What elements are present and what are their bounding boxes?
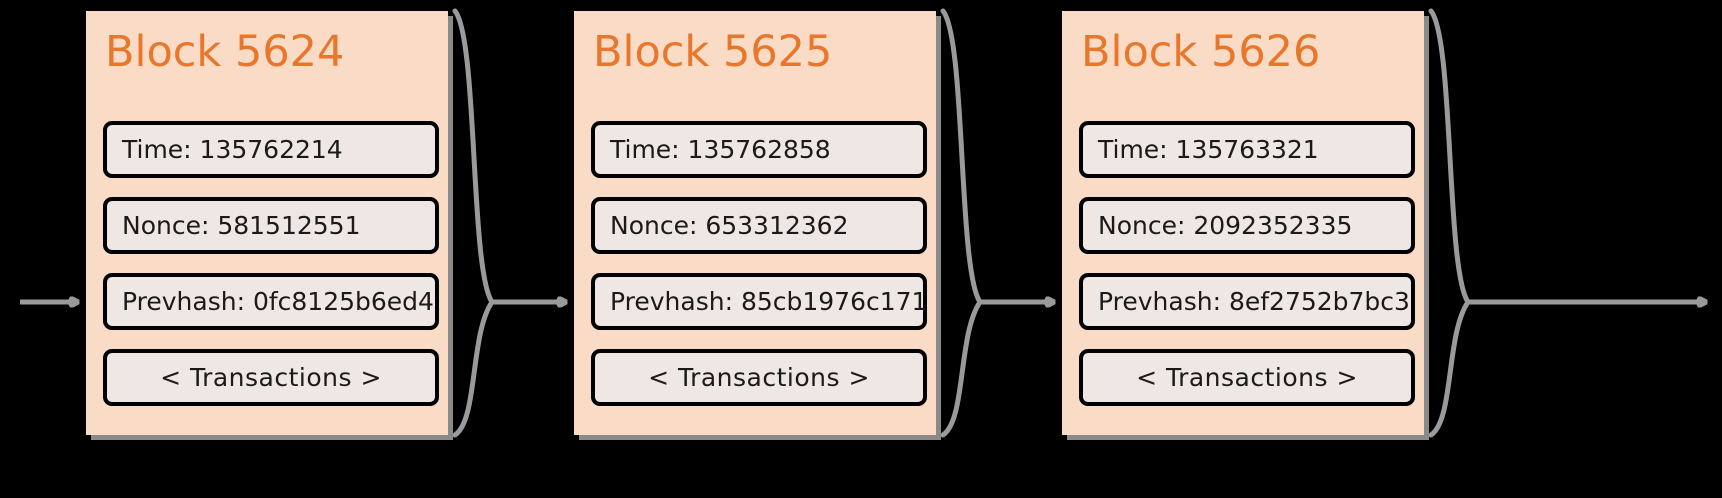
- outbound-arrow: [1428, 8, 1706, 438]
- transactions-button[interactable]: < Transactions >: [591, 349, 927, 406]
- block-title: Block 5626: [1081, 27, 1321, 77]
- field-nonce: Nonce: 581512551: [103, 197, 439, 254]
- block-fields: Time: 135762214 Nonce: 581512551 Prevhas…: [103, 121, 439, 406]
- transactions-button[interactable]: < Transactions >: [1079, 349, 1415, 406]
- block-card-5624[interactable]: Block 5624 Time: 135762214 Nonce: 581512…: [86, 11, 448, 435]
- field-prevhash: Prevhash: 85cb1976c171: [591, 273, 927, 330]
- field-time: Time: 135763321: [1079, 121, 1415, 178]
- field-prevhash: Prevhash: 8ef2752b7bc3: [1079, 273, 1415, 330]
- block-title: Block 5625: [593, 27, 833, 77]
- field-time: Time: 135762858: [591, 121, 927, 178]
- link-5625-5626: [940, 8, 1054, 438]
- block-title: Block 5624: [105, 27, 345, 77]
- field-prevhash: Prevhash: 0fc8125b6ed4: [103, 273, 439, 330]
- link-5624-5625: [452, 8, 566, 438]
- field-nonce: Nonce: 2092352335: [1079, 197, 1415, 254]
- block-card-5625[interactable]: Block 5625 Time: 135762858 Nonce: 653312…: [574, 11, 936, 435]
- field-time: Time: 135762214: [103, 121, 439, 178]
- block-fields: Time: 135763321 Nonce: 2092352335 Prevha…: [1079, 121, 1415, 406]
- block-card-5626[interactable]: Block 5626 Time: 135763321 Nonce: 209235…: [1062, 11, 1424, 435]
- block-fields: Time: 135762858 Nonce: 653312362 Prevhas…: [591, 121, 927, 406]
- field-nonce: Nonce: 653312362: [591, 197, 927, 254]
- transactions-button[interactable]: < Transactions >: [103, 349, 439, 406]
